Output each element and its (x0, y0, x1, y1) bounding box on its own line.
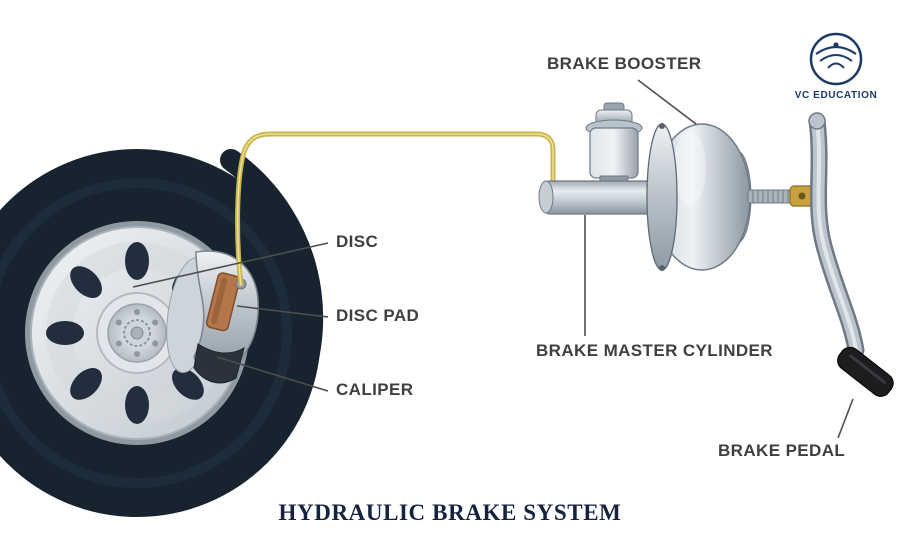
leader-disc-pad (236, 305, 329, 318)
disc-pad-graphic (205, 272, 241, 332)
leader-caliper (216, 356, 329, 392)
master-cylinder-graphic (538, 102, 658, 225)
logo-wordmark: VC EDUCATION (794, 90, 878, 101)
brake-line (235, 131, 556, 287)
label-brake-master-cylinder: BRAKE MASTER CYLINDER (536, 341, 773, 360)
leader-disc (132, 242, 329, 288)
pedal-pad-graphic (837, 346, 894, 397)
leader-brake-pedal (837, 398, 854, 439)
hub-lugs (115, 309, 159, 357)
label-caliper: CALIPER (336, 380, 414, 399)
label-disc-pad: DISC PAD (336, 306, 420, 325)
label-brake-booster: BRAKE BOOSTER (547, 54, 702, 73)
label-brake-pedal: BRAKE PEDAL (718, 441, 846, 460)
label-disc: DISC (336, 232, 379, 251)
leader-brake-booster (637, 79, 697, 125)
logo-bird-icon (809, 32, 863, 86)
brake-pedal-graphic (808, 112, 894, 397)
pushrod-graphic (747, 185, 815, 207)
leader-lines (132, 79, 854, 439)
page-title: HYDRAULIC BRAKE SYSTEM (278, 500, 622, 525)
brake-booster-graphic (646, 123, 752, 271)
